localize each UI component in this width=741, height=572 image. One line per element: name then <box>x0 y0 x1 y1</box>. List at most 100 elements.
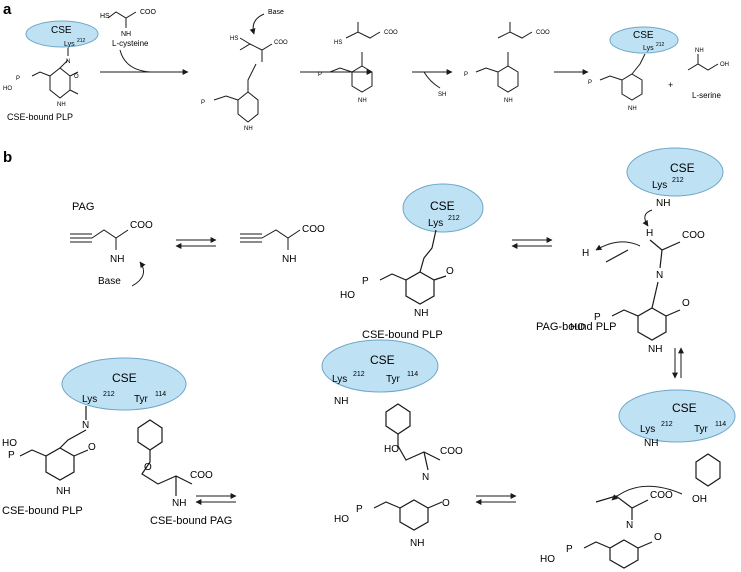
b4-caption: PAG-bound PLP <box>536 321 617 333</box>
b4-o: O <box>682 298 690 309</box>
equilibrium-arrow-1 <box>175 237 217 249</box>
a-cse-bound-plp: CSE Lys 212 N O NH P HO CSE-bound PLP <box>3 20 99 122</box>
b3-lys-sup: 212 <box>448 215 460 222</box>
b-tyr-assisted-intermediate: CSE Lys 212 Tyr 114 NH OH COO N O P HO <box>540 389 736 569</box>
b4-h-plus: H <box>582 248 589 259</box>
a2-hs: HS <box>230 36 238 42</box>
b5-tyr: Tyr <box>694 424 709 435</box>
a3-hs: HS <box>334 40 342 46</box>
a-plus: + <box>668 80 673 90</box>
a-regenerated-plp: CSE Lys 212 P NH + NH OH L-serine <box>588 26 729 112</box>
equilibrium-arrow-4 <box>475 493 517 505</box>
b5-tyr-sup: 114 <box>715 421 726 428</box>
a5-p: P <box>588 80 592 86</box>
phenolate-o: O <box>74 74 79 80</box>
equilibrium-arrow-2 <box>511 237 553 249</box>
b7-nh: NH <box>56 486 70 497</box>
b5-oh: OH <box>692 494 707 505</box>
b4-p: P <box>594 312 601 323</box>
panel-a-label: a <box>3 1 12 18</box>
a2-base: Base <box>268 9 284 16</box>
a-cofactor-caption: CSE-bound PLP <box>7 112 73 122</box>
b4-lys-sup: 212 <box>672 177 684 184</box>
b-final-complex: CSE Lys 212 Tyr 114 N O NH P HO CSE-boun… <box>2 357 232 527</box>
lys-label-2: Lys <box>643 45 654 52</box>
b6-p: P <box>356 504 363 515</box>
b-pag-bound-plp: CSE Lys 212 NH H H COO N O NH P HO PAG-b… <box>536 147 724 355</box>
a-l-cysteine: COO NH HS L-cysteine <box>100 9 157 48</box>
b5-p: P <box>566 544 573 555</box>
b6-nh: NH <box>410 538 424 549</box>
a4-coo: COO <box>536 30 550 36</box>
b-pag: PAG COO NH Base <box>70 201 153 287</box>
a5-nh: NH <box>628 106 637 112</box>
b7-o: O <box>88 442 96 453</box>
b7-ho: HO <box>2 438 17 449</box>
b6-ho2: HO <box>334 514 349 525</box>
b1-coo: COO <box>130 220 153 231</box>
b6-ho: HO <box>384 444 399 455</box>
equilibrium-arrow-5 <box>195 493 237 505</box>
b4-coo: COO <box>682 230 705 241</box>
b5-coo: COO <box>650 490 673 501</box>
b2-nh2: NH <box>282 254 296 265</box>
b4-nh2: NH <box>656 198 670 209</box>
b-cse-bound-plp: CSE Lys 212 O NH P HO CSE-bound PLP <box>340 183 484 341</box>
b-cse-ellipse-5 <box>61 357 187 411</box>
b3-lys: Lys <box>428 218 443 229</box>
b7-pag-caption: CSE-bound PAG <box>150 515 232 527</box>
b6-lys: Lys <box>332 374 347 385</box>
a-sh-leaving: SH <box>438 92 446 98</box>
cys-coo: COO <box>140 9 157 16</box>
arrow-cysteine-entry <box>119 49 151 73</box>
b3-ho: HO <box>340 290 355 301</box>
b3-o: O <box>446 266 454 277</box>
pag-label: PAG <box>72 201 94 213</box>
b6-nh2: NH <box>334 396 348 407</box>
equilibrium-arrow-3 <box>672 347 684 379</box>
cse-enzyme-ellipse <box>25 20 99 48</box>
imine-n: N <box>66 59 70 65</box>
b3-p: P <box>362 276 369 287</box>
b7-pag-o: O <box>144 462 152 473</box>
b5-ho: HO <box>540 554 555 565</box>
b3-caption: CSE-bound PLP <box>362 329 443 341</box>
enzyme-label: CSE <box>51 25 72 36</box>
b-cse-ellipse-2 <box>626 147 724 197</box>
serine-nh2: NH <box>695 48 704 54</box>
b6-tyr: Tyr <box>386 374 401 385</box>
b7-coo: COO <box>190 470 213 481</box>
b7-tyr-sup: 114 <box>155 391 166 398</box>
b4-nh: NH <box>648 344 662 355</box>
serine-oh: OH <box>720 62 729 68</box>
lys-superscript-2: 212 <box>656 42 665 48</box>
panel-b-label: b <box>3 149 12 166</box>
a3-p: P <box>318 72 322 78</box>
phosphate-ho: HO <box>3 86 12 92</box>
b5-nh3: NH <box>644 438 658 449</box>
b-pag-neutral: COO NH <box>240 224 325 265</box>
lys-label: Lys <box>64 41 75 48</box>
b5-lys: Lys <box>640 424 655 435</box>
b5-lys-sup: 212 <box>661 421 673 428</box>
b-cse-ellipse-3 <box>618 389 736 443</box>
b4-n: N <box>656 270 663 281</box>
a-aminoacrylate: COO P NH <box>464 22 550 104</box>
cys-nh3: NH <box>121 31 131 38</box>
a-external-aldimine: COO HS Base P NH <box>201 9 288 132</box>
ring-nh: NH <box>57 102 66 108</box>
b6-o: O <box>442 498 450 509</box>
cys-hs: HS <box>100 13 110 20</box>
a-product-label: L-serine <box>692 91 721 100</box>
b-tyr-adduct: CSE Lys 212 Tyr 114 NH HO COO N O NH P H… <box>321 339 463 549</box>
b7-tyr: Tyr <box>134 394 149 405</box>
a3-coo: COO <box>384 30 398 36</box>
b6-coo: COO <box>440 446 463 457</box>
b7-enzyme: CSE <box>112 371 137 385</box>
b5-enzyme: CSE <box>672 401 697 415</box>
b3-nh: NH <box>414 308 428 319</box>
a4-p: P <box>464 72 468 78</box>
b3-enzyme: CSE <box>430 199 455 213</box>
b4-h: H <box>646 228 653 239</box>
